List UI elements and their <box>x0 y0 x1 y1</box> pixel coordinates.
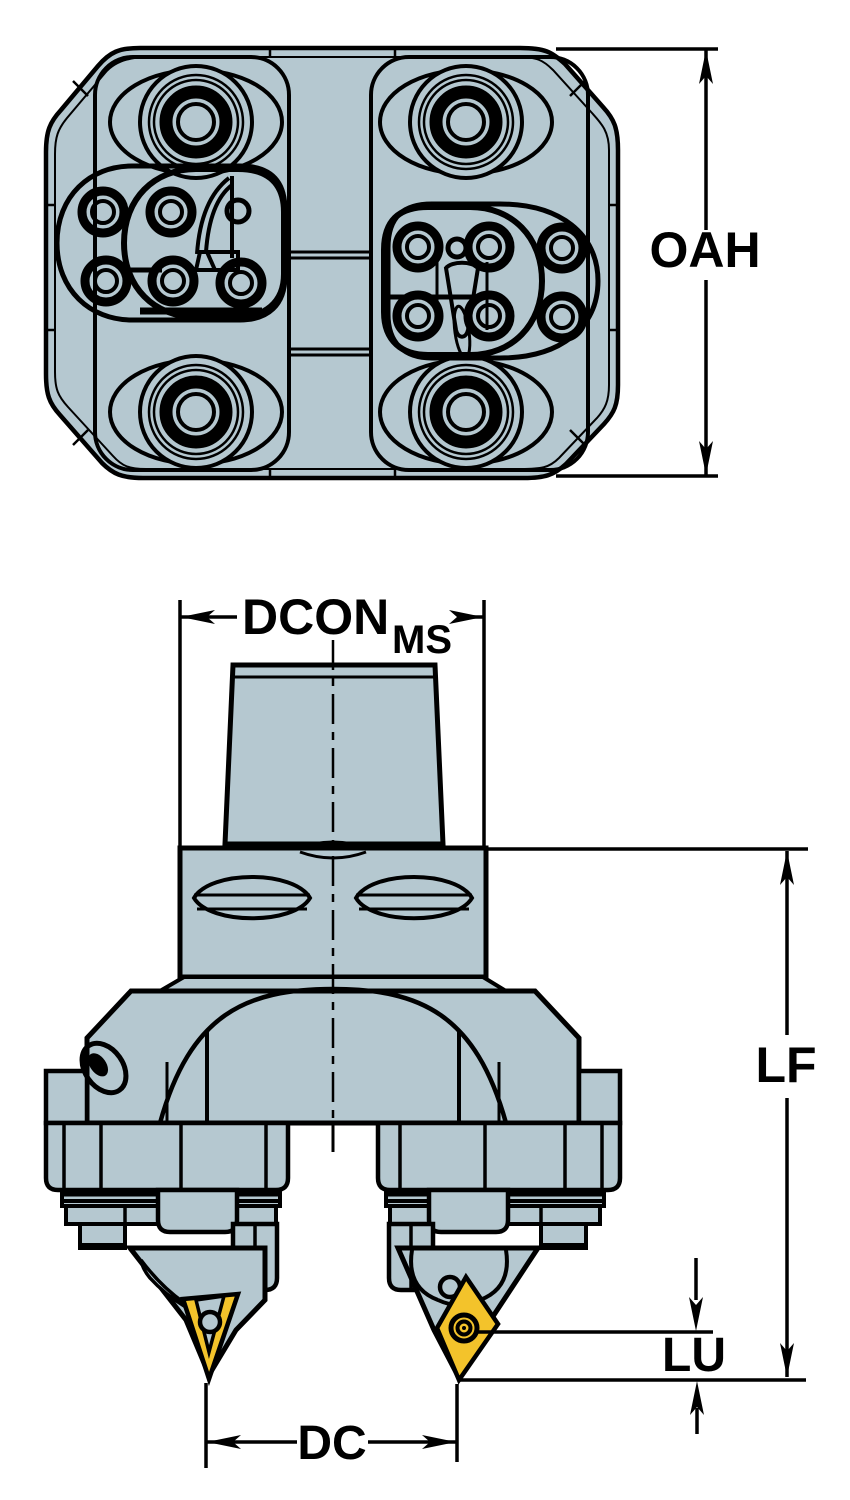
dcon-subscript-label: MS <box>392 618 452 662</box>
arrow-down <box>689 1297 703 1331</box>
flange-slot-right <box>353 875 475 921</box>
coolant-hole <box>79 1040 129 1096</box>
right-shoulder <box>576 1068 623 1126</box>
edge-tick-marks <box>46 48 618 478</box>
insert-screw <box>448 1312 480 1344</box>
left-arm <box>43 1120 291 1193</box>
right-cartridge-pocket <box>381 201 601 361</box>
right-half-plate <box>369 55 590 472</box>
dimension-dcon-ms: DCON MS <box>178 589 486 848</box>
arrow-right <box>449 610 483 624</box>
lu-label: LU <box>662 1329 726 1382</box>
pocket-pin <box>445 236 469 260</box>
top-view <box>43 45 621 481</box>
tool-body-outline <box>43 45 621 481</box>
front-view <box>43 640 623 1387</box>
dcon-label: DCON <box>242 589 389 645</box>
dimension-lf: LF <box>488 847 817 1377</box>
insert-pin <box>197 1309 223 1335</box>
dimension-lu: LU <box>458 1258 806 1434</box>
left-cartridge-pocket <box>54 163 288 323</box>
flange-slot-left <box>191 875 313 921</box>
dimension-dc: DC <box>204 1383 459 1470</box>
pocket-insert-seat <box>435 260 489 360</box>
left-shoulder <box>43 1068 90 1126</box>
pocket-insert-seat <box>193 176 240 272</box>
oah-label: OAH <box>649 222 760 278</box>
right-cartridge-assembly <box>384 1187 606 1385</box>
center-channel-lines <box>289 250 371 357</box>
pocket-pin <box>224 197 252 225</box>
right-arm <box>375 1120 623 1193</box>
lf-label: LF <box>755 1037 816 1093</box>
dc-label: DC <box>297 1417 366 1470</box>
left-cartridge-assembly <box>60 1187 282 1387</box>
dimension-oah: OAH <box>556 47 761 478</box>
